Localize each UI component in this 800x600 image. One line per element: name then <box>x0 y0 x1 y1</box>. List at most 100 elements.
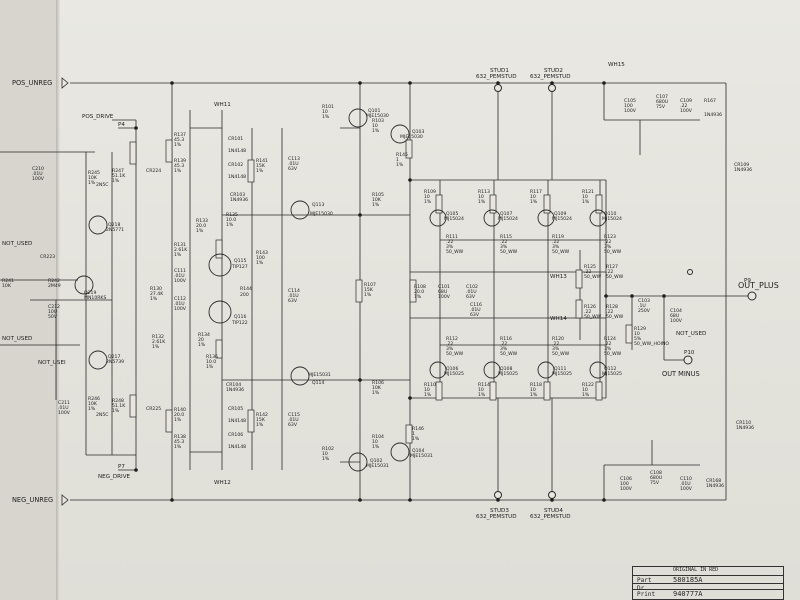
r113-ref: R113 <box>478 189 490 195</box>
net-label-neg-drive: NEG_DRIVE <box>98 474 131 480</box>
transistor-q104 <box>390 442 410 462</box>
r128-val: .22 <box>606 309 613 315</box>
title-block-print-label: Print <box>637 591 656 598</box>
title-block-dr-row: Dr <box>633 583 783 594</box>
q106-part: MJ15025 <box>444 371 464 377</box>
c116-val: .01U <box>470 307 481 313</box>
r245-ref: R245 <box>88 170 100 176</box>
c211-ref: C211 <box>58 400 70 406</box>
pin-label-p4: P4 <box>118 122 125 128</box>
c212-val: 10U <box>48 309 57 315</box>
stud4-terminal <box>548 491 556 499</box>
r246-val: 10K <box>88 401 98 407</box>
transistor-q111 <box>537 361 555 379</box>
c112-rating: 100V <box>174 306 187 312</box>
r144-val: 200 <box>240 292 249 298</box>
r138-val: 45.3 <box>174 439 184 445</box>
c109-ref: C109 <box>680 98 692 104</box>
r145-ref: R145 <box>396 152 408 158</box>
r137-ref: R137 <box>174 132 186 138</box>
stud3-terminal <box>494 491 502 499</box>
c212-ref: C212 <box>48 304 60 310</box>
c106-val: 100 <box>620 481 629 487</box>
r128-ref: R128 <box>606 304 618 310</box>
q111-ref: Q111 <box>554 366 566 372</box>
title-block-dr-label: Dr <box>637 585 645 592</box>
q113-ref: Q113 <box>312 202 324 208</box>
r121-tol: 1% <box>582 199 590 205</box>
r127-ref: R127 <box>606 264 618 270</box>
c106-rating: 100V <box>620 486 633 492</box>
not-used-label-left: NOT_USEI <box>38 360 66 366</box>
r104-val: 10 <box>372 439 378 445</box>
r137-val: 45.3 <box>174 137 184 143</box>
q217-part: 2N5739 <box>106 359 124 365</box>
q114-ref: Q114 <box>312 380 324 386</box>
r117-val: 10 <box>530 194 536 200</box>
r120-ref: R120 <box>552 336 564 342</box>
r108-tol: 1% <box>414 294 422 300</box>
c102-val: .01U <box>466 289 477 295</box>
r141-val: 15K <box>256 163 266 169</box>
r241-val: 10K <box>2 283 12 289</box>
r115-tol: 3% <box>500 244 508 250</box>
r132-val: 2.61K <box>152 339 166 345</box>
pin-label-p10: P10 <box>684 350 695 356</box>
r146-ref: R146 <box>412 426 424 432</box>
c211-rating: 100V <box>58 410 71 416</box>
cr168-ref: CR168 <box>706 478 721 484</box>
cr110-part: 1N4936 <box>736 425 754 431</box>
r142-ref: R142 <box>256 412 268 418</box>
r110-ref: R110 <box>424 382 436 388</box>
r115-rating: 50_WW <box>500 249 518 255</box>
c112-ref: C112 <box>174 296 186 302</box>
r113-tol: 1% <box>478 199 486 205</box>
c113-val: .01U <box>288 161 299 167</box>
wh15-label: WH15 <box>608 62 625 68</box>
r115-ref: R115 <box>500 234 512 240</box>
r108-val: 20.0 <box>414 289 424 295</box>
c212-rating: 50V <box>48 314 58 320</box>
q110-part: MJ15024 <box>602 216 622 222</box>
transistor-q116 <box>208 300 232 324</box>
r120-tol: 3% <box>552 346 560 352</box>
c105-val: 100 <box>624 103 633 109</box>
q105-part: MJ15024 <box>444 216 464 222</box>
r127-val: .22 <box>606 269 613 275</box>
q101-part: MJE15030 <box>366 113 389 119</box>
stud1-name: 632_PEMSTUD <box>476 74 517 80</box>
r139-ref: R139 <box>174 158 186 164</box>
r129-tol: 5% <box>634 336 642 342</box>
trimmer-upper: 2N5C <box>96 182 109 188</box>
q219-ref: Q219 <box>84 290 96 296</box>
c101-rating: 100V <box>438 294 451 300</box>
cr168-part: 1N4936 <box>706 483 724 489</box>
trimmer-lower: 2N5C <box>96 412 109 418</box>
q219-part: MN10RKS <box>84 295 106 301</box>
q217-ref: Q217 <box>108 354 120 360</box>
transistor-q107 <box>483 209 501 227</box>
r124-tol: 3% <box>604 346 612 352</box>
c116-ref: C116 <box>470 302 482 308</box>
cr109-part: 1N4936 <box>734 167 752 173</box>
c114-ref: C114 <box>288 288 300 294</box>
r116-val: .22 <box>500 341 507 347</box>
stud3-name: 632_PEMSTUD <box>476 514 517 520</box>
r118-ref: R118 <box>530 382 542 388</box>
r130-val: 27.4K <box>150 291 164 297</box>
cr225-ref: CR225 <box>146 406 161 412</box>
c210-ref: C210 <box>32 166 44 172</box>
r111-val: .22 <box>446 239 453 245</box>
r126-ref: R126 <box>584 304 596 310</box>
neg-unreg-arrow <box>61 494 69 506</box>
r241-ref: R241 <box>2 278 14 284</box>
q106-ref: Q106 <box>446 366 458 372</box>
q114-part: MJE15031 <box>308 372 331 378</box>
r105-val: 10K <box>372 197 382 203</box>
r137-tol: 1% <box>174 142 182 148</box>
r123-ref: R123 <box>604 234 616 240</box>
cr105-part: 1N4148 <box>228 418 246 424</box>
cr104-part: 1N4936 <box>226 387 244 393</box>
transistor-q108 <box>483 361 501 379</box>
